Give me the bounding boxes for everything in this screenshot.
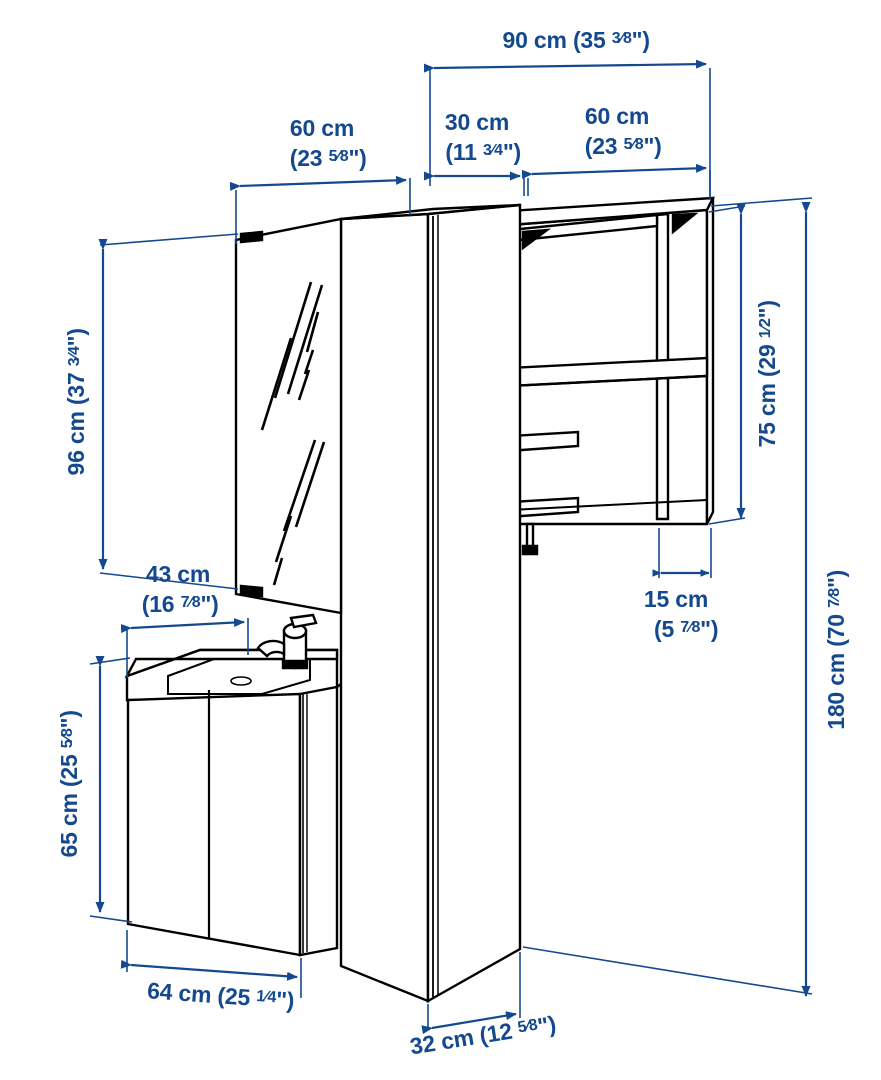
svg-text:75 cm (29 1⁄2"): 75 cm (29 1⁄2") <box>754 269 780 491</box>
svg-text:(16 7⁄8"): (16 7⁄8") <box>98 591 249 617</box>
svg-text:65 cm (25 5⁄8"): 65 cm (25 5⁄8") <box>56 679 82 901</box>
svg-text:(11 3⁄4"): (11 3⁄4") <box>402 139 552 165</box>
dim-total-height <box>522 197 813 997</box>
mirror-reflection-lines <box>260 281 326 586</box>
svg-text:64 cm (25 1⁄4"): 64 cm (25 1⁄4") <box>103 974 326 1015</box>
dim-wall-shelf-width <box>521 163 711 200</box>
mirror-cabinet <box>234 217 343 615</box>
svg-text:(5 7⁄8"): (5 7⁄8") <box>611 616 750 642</box>
furniture-group <box>124 196 716 1004</box>
dim-wall-shelf-depth <box>652 528 712 578</box>
dim-vanity-width <box>120 930 302 998</box>
vanity-cabinet <box>126 685 339 957</box>
svg-text:180 cm (70 7⁄8"): 180 cm (70 7⁄8") <box>823 539 849 773</box>
svg-text:60 cm: 60 cm <box>585 103 649 129</box>
dim-wall-shelf-height <box>708 204 746 525</box>
label-wall-shelf-height: 75 cm (29 1⁄2") <box>754 269 780 491</box>
dim-tall-cabinet-depth <box>421 952 521 1035</box>
label-vanity-height: 65 cm (25 5⁄8") <box>56 679 82 901</box>
label-tall-cabinet-width: 30 cm (11 3⁄4") <box>402 109 552 165</box>
svg-text:(23 5⁄8"): (23 5⁄8") <box>246 145 397 171</box>
label-mirror-height: 96 cm (37 3⁄4") <box>63 297 89 519</box>
dim-mirror-width <box>229 175 411 244</box>
dim-tall-cabinet-width <box>424 171 525 196</box>
faucet <box>256 613 318 670</box>
label-total-height: 180 cm (70 7⁄8") <box>823 539 849 773</box>
svg-text:30 cm: 30 cm <box>445 109 509 135</box>
svg-text:32 cm (12 5⁄8"): 32 cm (12 5⁄8") <box>365 1006 588 1066</box>
label-tall-cabinet-depth: 32 cm (12 5⁄8") <box>365 1006 588 1066</box>
svg-text:(23 5⁄8"): (23 5⁄8") <box>541 133 692 159</box>
label-basin-depth: 43 cm (16 7⁄8") <box>98 561 249 617</box>
label-total-width: 90 cm (35 3⁄8") <box>459 27 681 53</box>
label-wall-shelf-width: 60 cm (23 5⁄8") <box>541 103 692 159</box>
svg-text:15 cm: 15 cm <box>644 586 708 612</box>
svg-text:90 cm (35 3⁄8"): 90 cm (35 3⁄8") <box>459 27 681 53</box>
svg-text:43 cm: 43 cm <box>146 561 210 587</box>
tall-cabinet <box>339 203 522 1004</box>
label-mirror-width: 60 cm (23 5⁄8") <box>246 115 397 171</box>
label-vanity-width: 64 cm (25 1⁄4") <box>103 974 326 1015</box>
dim-mirror-height <box>98 233 239 590</box>
dim-basin-depth <box>120 618 249 678</box>
dim-vanity-height <box>89 656 133 923</box>
label-wall-shelf-depth: 15 cm (5 7⁄8") <box>611 586 750 642</box>
svg-text:60 cm: 60 cm <box>290 115 354 141</box>
svg-text:96 cm (37 3⁄4"): 96 cm (37 3⁄4") <box>63 297 89 519</box>
dimension-lines <box>89 59 813 1035</box>
